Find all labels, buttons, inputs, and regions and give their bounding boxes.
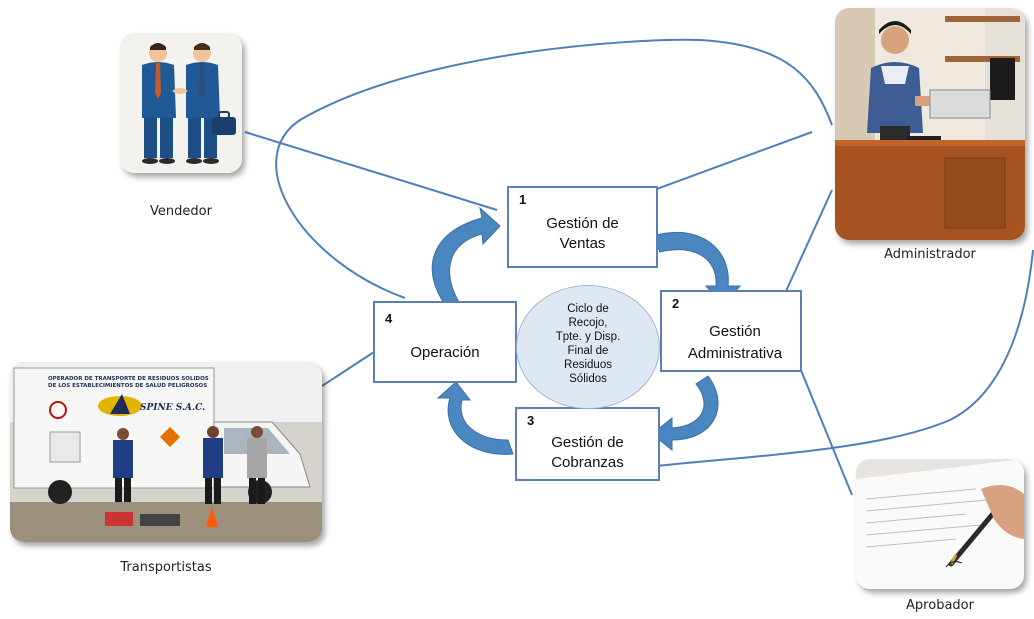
signing-document-icon (856, 459, 1024, 589)
step-box-gestion-administrativa: 2 Gestión Administrativa (660, 290, 802, 372)
step-box-gestion-ventas: 1 Gestión de Ventas (507, 186, 658, 268)
admin-to-administrativa-line (781, 189, 833, 301)
center-line-4: Final de (567, 345, 609, 357)
aprobador-photo (856, 459, 1024, 589)
transportistas-label: Transportistas (120, 560, 212, 575)
step-title-line2: Administrativa (687, 345, 783, 362)
step-number: 2 (672, 296, 680, 311)
center-line-5: Residuos (564, 359, 612, 371)
step-number: 4 (385, 311, 393, 326)
transportistas-photo: OPERADOR DE TRANSPORTE DE RESIDUOS SOLID… (10, 362, 322, 542)
step-title-line1: Gestión de (551, 434, 624, 451)
cycle-arrow-3-to-4 (436, 381, 514, 455)
administrador-label: Administrador (884, 247, 976, 262)
step-box-operacion: 4 Operación (373, 301, 517, 383)
vendedor-to-ventas-line (244, 131, 498, 211)
cycle-arrow-4-to-1 (431, 206, 501, 307)
truck-header-line2: DE LOS ESTABLECIMIENTOS DE SALUD PELIGRO… (48, 383, 207, 389)
step-box-gestion-cobranzas: 3 Gestión de Cobranzas (515, 407, 660, 481)
administrador-photo (835, 8, 1025, 240)
cycle-center-circle: Ciclo de Recojo, Tpte. y Disp. Final de … (516, 285, 660, 409)
center-line-3: Tpte. y Disp. (555, 331, 621, 343)
step-title-line1: Gestión (709, 323, 761, 340)
handshake-icon (120, 33, 242, 173)
aprobador-label: Aprobador (906, 598, 974, 613)
step-title-line2: Ventas (559, 235, 606, 252)
center-line-1: Ciclo de (567, 303, 609, 315)
step-title-line1: Gestión de (546, 215, 619, 232)
cycle-arrow-2-to-3 (651, 375, 719, 452)
step-title-line2: Cobranzas (551, 454, 624, 471)
step-number: 1 (519, 192, 527, 207)
truck-icon: OPERADOR DE TRANSPORTE DE RESIDUOS SOLID… (10, 362, 322, 542)
vendedor-photo (120, 33, 242, 173)
step-number: 3 (527, 413, 535, 428)
truck-header-line1: OPERADOR DE TRANSPORTE DE RESIDUOS SOLID… (48, 376, 209, 382)
office-worker-icon (835, 8, 1025, 240)
center-line-6: Sólidos (569, 373, 607, 385)
operacion-to-transportistas-line (321, 351, 375, 387)
aprobador-to-administrativa-line (795, 357, 853, 496)
cobranzas-to-admin-curve (656, 249, 1034, 467)
admin-to-ventas-line (631, 131, 813, 199)
vendedor-label: Vendedor (150, 204, 212, 219)
truck-company-name: SPINE S.A.C. (140, 403, 205, 413)
step-title-line1: Operación (410, 344, 480, 361)
operacion-loop-curve (275, 38, 833, 299)
center-line-2: Recojo, (568, 317, 608, 329)
